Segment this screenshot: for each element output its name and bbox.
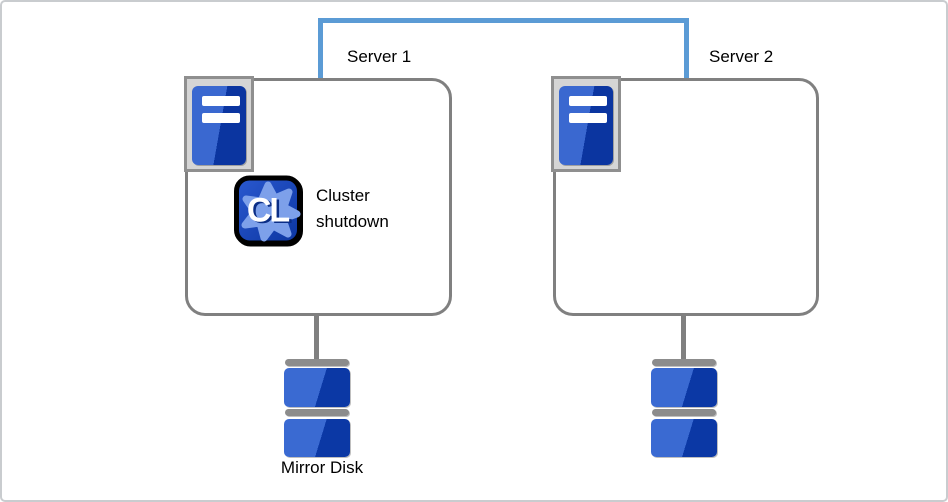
cluster-action-line1: Cluster xyxy=(316,186,370,205)
disk-separator-bar xyxy=(285,409,349,416)
server2-label: Server 2 xyxy=(709,47,774,66)
disk-cap-bar xyxy=(285,359,349,366)
disk-cap-bar xyxy=(652,359,716,366)
disk-connector-line xyxy=(314,315,319,362)
tower-slot-bar xyxy=(569,96,607,106)
mirror-disk-label: Mirror Disk xyxy=(280,458,364,477)
server1-icon-plate xyxy=(184,76,254,172)
cluster-action-line2: shutdown xyxy=(316,212,389,231)
disk-separator-bar xyxy=(652,409,716,416)
cluster-badge-text: CL xyxy=(247,192,290,230)
server2-icon-plate xyxy=(551,76,621,172)
cluster-action-label: Cluster shutdown xyxy=(316,183,389,235)
heartbeat-link-server2 xyxy=(684,18,689,79)
tower-slot-bar xyxy=(202,113,240,123)
mirror-disk-icon xyxy=(284,419,350,457)
mirror-disk-icon xyxy=(651,368,717,407)
disk-connector-line xyxy=(681,315,686,362)
tower-slot-bar xyxy=(569,113,607,123)
heartbeat-link-horizontal xyxy=(318,18,689,23)
cluster-badge-icon: CL CL xyxy=(234,175,302,246)
mirror-disk-icon xyxy=(651,419,717,457)
cluster-badge-shadow-text: CL xyxy=(249,193,292,231)
server1-label: Server 1 xyxy=(347,47,412,66)
server1-mirror-disk xyxy=(284,315,350,458)
heartbeat-link-server1 xyxy=(318,18,323,79)
server2-mirror-disk xyxy=(651,315,717,458)
tower-slot-bar xyxy=(202,96,240,106)
server-tower-icon xyxy=(192,86,246,165)
mirror-disk-icon xyxy=(284,368,350,407)
server-tower-icon xyxy=(559,86,613,165)
